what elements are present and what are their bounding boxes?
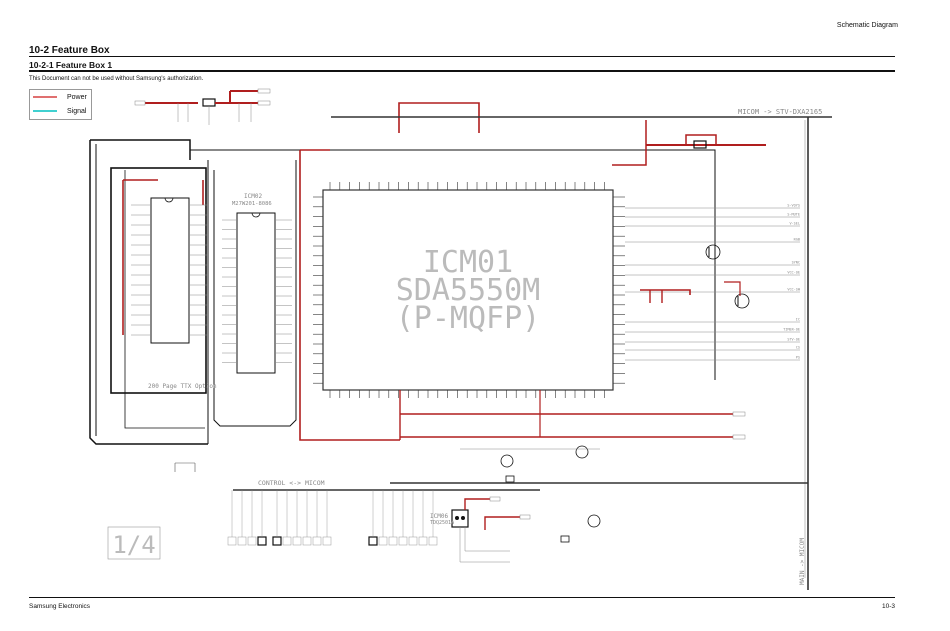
- lower-transistor-circuit: [390, 445, 808, 543]
- legend: Power Signal: [29, 89, 92, 120]
- regulator-icon: [693, 140, 707, 149]
- connector-pin: [388, 536, 398, 546]
- main-ic-part: SDA5550M: [396, 273, 541, 308]
- connector-pin: [322, 536, 332, 546]
- connector-pin: [272, 536, 282, 546]
- main-micom-label: MAIN -> MICOM: [799, 538, 806, 585]
- power-regulator-section: [134, 88, 271, 125]
- ttx-option-box: 200 Page TTX Option: [110, 167, 217, 394]
- control-micom-bus: CONTROL <-> MICOM: [227, 479, 540, 546]
- icm06-ref: ICM06: [430, 513, 448, 520]
- connector-pin: [368, 536, 378, 546]
- section-label: Schematic Diagram: [836, 22, 898, 29]
- regulator-icon: [202, 98, 216, 107]
- footer-company: Samsung Electronics: [29, 603, 91, 610]
- footer-rule: [29, 597, 895, 598]
- signal-label: TIMER-OE: [783, 328, 800, 332]
- connector-pin: [398, 536, 408, 546]
- connector-pin: [257, 536, 267, 546]
- connector-pin: [418, 536, 428, 546]
- ground-symbol: [174, 462, 196, 472]
- signal-label: VCC-OE: [787, 271, 800, 275]
- power-traces-top: [398, 102, 766, 166]
- icm02-part: M27W201-8086: [232, 201, 272, 207]
- connector-pin: [378, 536, 388, 546]
- micom-stv-bus: MICOM -> STV-DXA2165 MAIN -> MICOM S-VOY…: [331, 108, 832, 590]
- power-traces-left: [122, 149, 400, 441]
- page-index: 1/4: [112, 531, 155, 559]
- legend-item-power: Power: [33, 92, 87, 102]
- connector-pin: [292, 536, 302, 546]
- page-title: 10-2 Feature Box: [29, 45, 110, 56]
- page-index-box: 1/4: [107, 526, 161, 560]
- control-micom-label: CONTROL <-> MICOM: [258, 479, 325, 487]
- power-rails-bottom: [399, 390, 746, 440]
- signal-label: S-VOYS: [787, 204, 800, 208]
- page-subtitle: 10-2-1 Feature Box 1: [29, 60, 113, 70]
- connector-pin: [408, 536, 418, 546]
- authorization-notice: This Document can not be used without Sa…: [29, 76, 204, 82]
- legend-label: Signal: [67, 107, 87, 115]
- power-line-swatch: [33, 96, 57, 98]
- signal-label: SYNC: [792, 261, 800, 265]
- main-ic-sda5550m: ICM01 SDA5550M (P-MQFP): [313, 182, 625, 398]
- connector-pin: [282, 536, 292, 546]
- signal-label: IC: [796, 318, 800, 322]
- connector-pin: [428, 536, 438, 546]
- connector-pin: [302, 536, 312, 546]
- connector-pin: [237, 536, 247, 546]
- connector-pin: [247, 536, 257, 546]
- footer-page-number: 10-3: [881, 603, 895, 610]
- transistor-q2: [724, 281, 750, 309]
- signal-label: RGB: [794, 238, 800, 242]
- icm06-part: TDQ2501A: [430, 520, 454, 526]
- signal-label: V-SEL: [789, 222, 800, 226]
- main-ic-package: (P-MQFP): [396, 301, 541, 336]
- ic-icm02: ICM02 M27W201-8086: [222, 193, 292, 374]
- signal-label: VCC-SW: [787, 288, 801, 292]
- signal-label: CS: [796, 346, 800, 350]
- signal-line-swatch: [33, 110, 57, 112]
- signal-label: STV-OE: [787, 338, 800, 342]
- legend-label: Power: [67, 93, 87, 101]
- main-ic-ref: ICM01: [423, 245, 513, 280]
- signal-label: PS: [796, 356, 800, 360]
- micom-stv-label: MICOM -> STV-DXA2165: [738, 108, 822, 116]
- legend-item-signal: Signal: [33, 106, 86, 116]
- ttx-option-label: 200 Page TTX Option: [148, 383, 217, 390]
- ttx-memory-ic: [131, 197, 209, 344]
- icm02-ref: ICM02: [244, 193, 262, 200]
- memory-bus-enclosure: [89, 139, 716, 445]
- signal-label: S-MUTE: [787, 213, 800, 217]
- ic-icm06: ICM06 TDQ2501A: [430, 496, 531, 563]
- connector-pin: [227, 536, 237, 546]
- transistor-q1: [705, 244, 721, 260]
- title-rule: [29, 56, 895, 57]
- connector-pin: [312, 536, 322, 546]
- subtitle-rule: [29, 70, 895, 72]
